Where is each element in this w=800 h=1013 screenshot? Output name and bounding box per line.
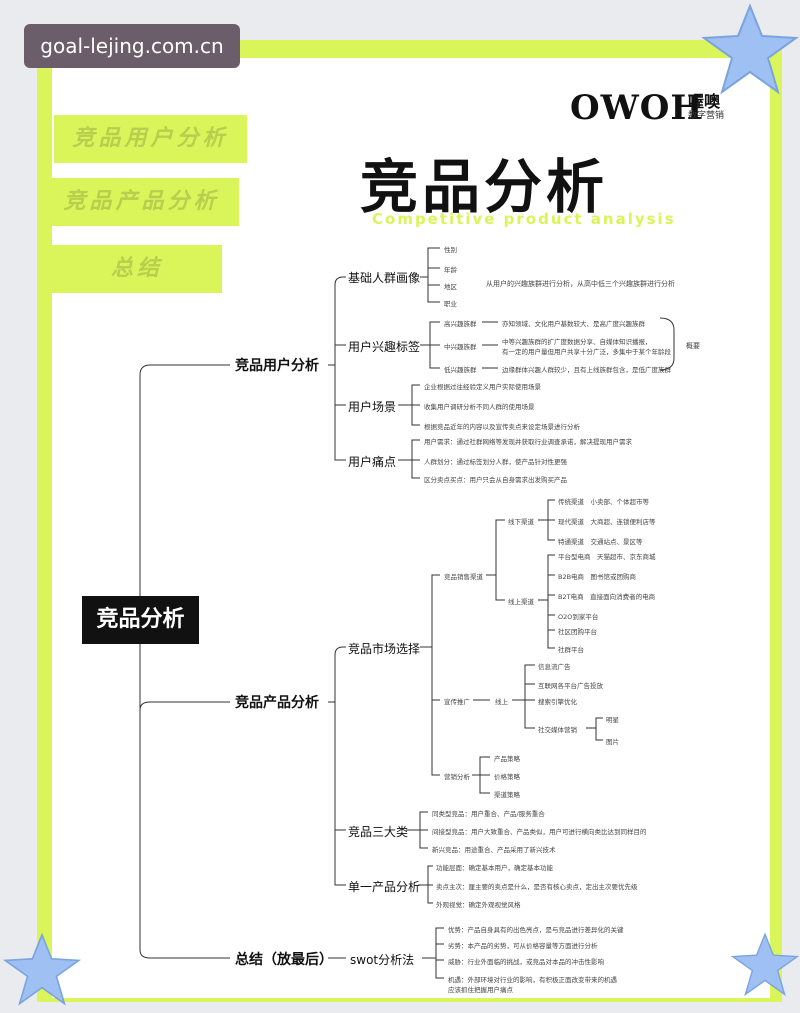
leaf: 收集用户调研分析不同人群的使用场景 xyxy=(424,403,535,411)
page-subtitle: Competitive product analysis xyxy=(372,210,676,228)
leaf: 线上渠道 xyxy=(508,598,534,606)
leaf: 宣传推广 xyxy=(444,698,470,706)
leaf: 应该抓住把握用户痛点 xyxy=(448,986,513,994)
leaf: 有一定的用户量但用户共享十分广泛，多集中于某个年龄段 xyxy=(502,348,671,356)
summary-note: 概要 xyxy=(686,342,700,350)
node-basic-profile: 基础人群画像 xyxy=(348,271,421,285)
leaf: 性别 xyxy=(444,246,457,254)
leaf: 社群平台 xyxy=(558,646,584,654)
leaf: 中兴趣族群 xyxy=(444,343,477,351)
leaf: 亦知领域、文化用户基数较大、是高广度兴趣族群 xyxy=(502,320,645,328)
leaf: 新兴竞品：用途重合、产品采用了新兴技术 xyxy=(432,846,556,854)
root-node: 竞品分析 xyxy=(82,596,199,644)
node-single-product: 单一产品分析 xyxy=(348,880,421,894)
leaf: 地区 xyxy=(444,283,457,291)
leaf: 卖点主次：厘主要的卖点是什么，是否有核心卖点，定出主次要优先级 xyxy=(436,883,638,891)
leaf: 同类型竞品：用户重合、产品/服务重合 xyxy=(432,810,545,818)
star-decoration-icon xyxy=(701,3,799,95)
node-market-selection: 竞品市场选择 xyxy=(348,642,421,656)
leaf: 中等兴趣族群的扩广度数据分享、自媒体知识播报， xyxy=(502,338,652,346)
leaf: 优势：产品自身具有的出色亮点，是与竞品进行差异化的关键 xyxy=(448,926,624,934)
leaf: 图片 xyxy=(606,738,619,746)
node-three-types: 竞品三大类 xyxy=(348,825,409,839)
leaf: 特通渠道 交通站点、景区等 xyxy=(558,538,643,546)
leaf: 劣势：本产品的劣势，可从价格容量等方面进行分析 xyxy=(448,942,598,950)
node-user-pain: 用户痛点 xyxy=(348,455,397,469)
leaf: 明星 xyxy=(606,716,619,724)
leaf: 平台型电商 天猫超市、京东商城 xyxy=(558,553,656,561)
node-swot: swot分析法 xyxy=(350,953,415,967)
leaf: 企业根据过往经验定义用户实际使用场景 xyxy=(424,383,541,391)
leaf: 间接型竞品：用户大致重合、产品类似，用户可进行横向类比达到同样目的 xyxy=(432,828,647,836)
brand-tagline: 数字营销 xyxy=(688,111,725,121)
leaf: 根据竞品近年的内容以及宣传卖点来设定场景进行分析 xyxy=(424,423,580,431)
leaf: 社交媒体营销 xyxy=(538,726,577,734)
leaf: 产品策略 xyxy=(494,755,520,763)
leaf: 人群划分：通过标签划分人群，使产品针对性更强 xyxy=(424,458,567,466)
leaf: 用户需求：通过社群网络等发现并获取行业调查承诺，解决提现用户需求 xyxy=(424,438,632,446)
basic-note: 从用户的兴趣族群进行分析，从高中低三个兴趣族群进行分析 xyxy=(486,280,675,288)
node-summary: 总结（放最后） xyxy=(235,952,333,968)
leaf: 信息流广告 xyxy=(538,663,571,671)
brand-name: 喔噢 xyxy=(688,92,721,111)
tab-product-analysis[interactable]: 竞品产品分析 xyxy=(44,178,239,226)
leaf: 年龄 xyxy=(444,266,457,274)
leaf: 边缘群体兴趣人群较少，且有上线族群包含，是低广度族群 xyxy=(502,366,671,374)
leaf: B2T电商 直接面向消费者的电商 xyxy=(558,593,656,601)
leaf: 低兴趣族群 xyxy=(444,366,477,374)
leaf: O2O到家平台 xyxy=(558,613,599,621)
leaf: B2B电商 图书馆或团购商 xyxy=(558,573,637,581)
leaf: 职业 xyxy=(444,300,457,308)
leaf: 功能层面：确定基本用户，确定基本功能 xyxy=(436,864,553,872)
node-interest-tags: 用户兴趣标签 xyxy=(348,340,421,354)
leaf: 外观视觉：确定外观视觉风格 xyxy=(436,901,521,909)
page-title: 竞品分析 xyxy=(360,153,609,221)
node-product-analysis: 竞品产品分析 xyxy=(235,695,319,711)
leaf: 价格策略 xyxy=(494,773,520,781)
leaf: 搜索引擎优化 xyxy=(538,698,577,706)
leaf: 线下渠道 xyxy=(508,518,534,526)
leaf: 高兴趣族群 xyxy=(444,320,477,328)
leaf: 渠道策略 xyxy=(494,791,520,799)
node-user-scene: 用户场景 xyxy=(348,400,397,414)
brand-logo: OWOH xyxy=(570,88,704,128)
leaf: 营销分析 xyxy=(444,773,470,781)
leaf: 社区团购平台 xyxy=(558,628,597,636)
tab-summary[interactable]: 总结 xyxy=(52,245,222,293)
leaf: 区分卖点买点：用户只会从自身需求出发购买产品 xyxy=(424,476,567,484)
tab-user-analysis[interactable]: 竞品用户分析 xyxy=(54,115,247,163)
leaf: 竞品销售渠道 xyxy=(444,573,483,581)
leaf: 威胁：行业外面临的挑战，或竞品对本品的冲击性影响 xyxy=(448,958,604,966)
star-decoration-icon xyxy=(730,932,800,997)
star-decoration-icon xyxy=(2,932,82,1006)
leaf: 机遇：外部环境对行业的影响，有积极正面改变带来的机遇 xyxy=(448,976,617,984)
leaf: 线上 xyxy=(495,698,508,706)
leaf: 现代渠道 大商超、连锁便利店等 xyxy=(558,518,656,526)
leaf: 传统渠道 小卖部、个体超市等 xyxy=(558,498,649,506)
leaf: 互联网各平台广告投放 xyxy=(538,682,603,690)
watermark: goal-lejing.com.cn xyxy=(24,24,240,68)
node-user-analysis: 竞品用户分析 xyxy=(235,358,319,374)
